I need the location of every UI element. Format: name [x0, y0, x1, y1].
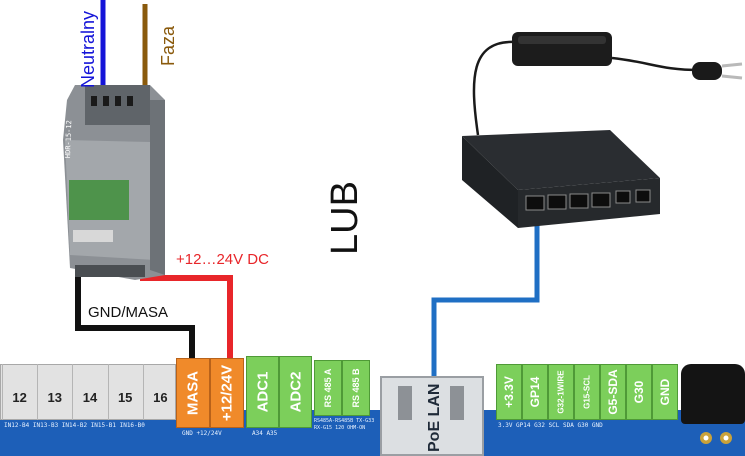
- input-terminal-number: 14: [82, 390, 98, 405]
- silk-inputs: IN12-B4 IN13-B3 IN14-B2 IN15-B1 IN16-B0: [4, 422, 145, 429]
- input-terminal-12[interactable]: 12: [2, 364, 36, 420]
- terminal-gpio-1[interactable]: GP14: [522, 364, 548, 420]
- buzzer-icon: [681, 364, 745, 424]
- terminal-adc2[interactable]: ADC2: [279, 356, 312, 428]
- terminal-gpio-5[interactable]: G30: [626, 364, 652, 420]
- dc-positive-wire: [140, 275, 233, 372]
- terminal-masa[interactable]: MASA: [176, 358, 210, 428]
- phase-wire-label: Faza: [158, 25, 178, 66]
- silk-gpio: 3.3V GP14 G32 SCL SDA G30 GND: [498, 422, 603, 429]
- terminal-rs485-b-label: RS 485 B: [351, 368, 361, 408]
- terminal-gpio-label: GP14: [528, 376, 542, 408]
- eu-plug-icon: [692, 62, 743, 80]
- terminal-gpio-label: G32-1WIRE: [556, 370, 566, 414]
- gnd-wire: [75, 276, 195, 372]
- input-terminal-numbers: 12 13 14 15 16: [0, 364, 176, 420]
- buzzer-pins: [700, 432, 732, 444]
- or-label: LUB: [324, 181, 366, 255]
- silk-adc: A34 A35: [252, 430, 278, 437]
- terminal-12-24v-label: +12/24V: [218, 364, 236, 422]
- lan-cable: [431, 224, 540, 380]
- input-terminal-number: 15: [117, 390, 133, 405]
- mains-cable: [611, 56, 701, 72]
- terminal-gpio-4[interactable]: G5-SDA: [600, 364, 626, 420]
- terminal-gpio-6[interactable]: GND: [652, 364, 678, 420]
- silk-power: GND +12/24V: [182, 430, 222, 437]
- input-terminal-number: 12: [12, 390, 27, 405]
- terminal-12-24v[interactable]: +12/24V: [210, 358, 244, 428]
- terminal-gpio-label: G30: [632, 380, 646, 404]
- terminal-rs485-b[interactable]: RS 485 B: [342, 360, 370, 416]
- input-terminal-15[interactable]: 15: [107, 364, 142, 420]
- input-terminal-13[interactable]: 13: [37, 364, 71, 420]
- lan-label: PoE LAN: [426, 383, 443, 452]
- rj45-latch-left: [398, 386, 412, 420]
- terminal-adc1-label: ADC1: [254, 371, 271, 413]
- rj45-jack-icon[interactable]: PoE LAN: [380, 376, 484, 456]
- input-terminal-block: [0, 364, 176, 420]
- input-terminal-number: 13: [47, 390, 63, 405]
- terminal-gpio-2[interactable]: G32-1WIRE: [548, 364, 574, 420]
- terminal-gpio-label: G5-SDA: [606, 369, 620, 415]
- terminal-adc2-label: ADC2: [287, 371, 304, 413]
- terminal-gpio-3[interactable]: G15-SCL: [574, 364, 600, 420]
- terminal-gpio-label: G15-SCL: [582, 375, 592, 409]
- din-power-supply-icon: [63, 85, 165, 280]
- neutral-wire-label: Neutralny: [78, 10, 98, 88]
- terminal-gpio-0[interactable]: +3.3V: [496, 364, 522, 420]
- terminal-rs485-a-label: RS 485 A: [323, 368, 333, 408]
- terminal-gpio-label: GND: [658, 378, 672, 406]
- gnd-wire-label: GND/MASA: [88, 304, 169, 321]
- terminal-gpio-label: +3.3V: [502, 376, 516, 408]
- input-terminal-number: 16: [153, 390, 168, 405]
- poe-switch-icon: [462, 130, 660, 228]
- adapter-cable: [472, 40, 516, 136]
- dc-wire-label: +12…24V DC: [176, 251, 269, 268]
- terminal-adc1[interactable]: ADC1: [246, 356, 279, 428]
- input-terminal-14[interactable]: 14: [72, 364, 106, 420]
- gpio-terminal-block: +3.3V GP14 G32-1WIRE G15-SCL G5-SDA G30 GND: [496, 364, 678, 420]
- terminal-masa-label: MASA: [184, 370, 202, 416]
- silk-rs485: RS485A-RS485B TX-G33 RX-G15 120 OHM-ON: [314, 418, 375, 431]
- power-adapter-icon: [512, 32, 612, 66]
- rj45-latch-right: [450, 386, 464, 420]
- input-terminal-16[interactable]: 16: [142, 364, 177, 420]
- psu-model-text: HDR-15-12: [64, 120, 74, 159]
- terminal-rs485-a[interactable]: RS 485 A: [314, 360, 342, 416]
